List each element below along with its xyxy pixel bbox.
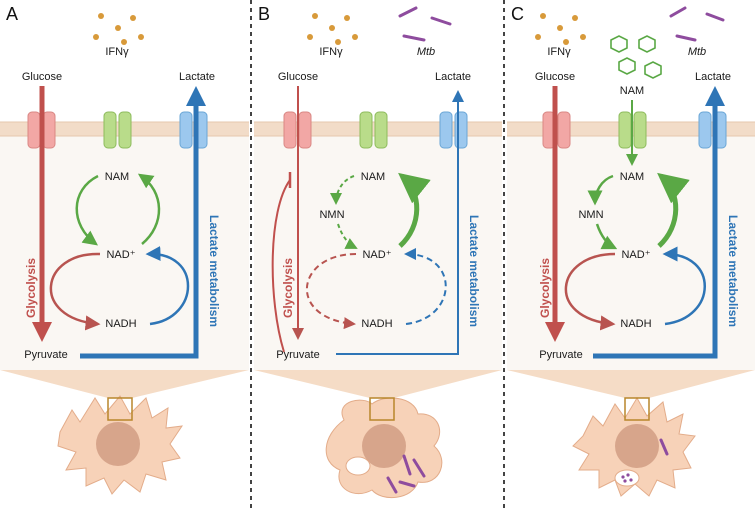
pyruvate-label: Pyruvate (539, 349, 582, 361)
nad-label: NAD⁺ (621, 249, 650, 261)
ifn-label: IFNγ (105, 46, 129, 58)
zoom-wedge (254, 370, 502, 398)
nad-label: NAD⁺ (362, 249, 391, 261)
lactate-metabolism-label: Lactate metabolism (726, 215, 740, 327)
ifn-label: IFNγ (547, 46, 571, 58)
mtb-bacteria-icon (621, 473, 633, 483)
zoom-box (369, 397, 395, 421)
lactate-metabolism-label: Lactate metabolism (467, 215, 481, 327)
glycolysis-label: Glycolysis (24, 258, 38, 318)
nadh-label: NADH (105, 318, 136, 330)
nucleus (362, 424, 406, 468)
mtb-bacteria-icon (659, 438, 669, 456)
glucose-transporter-icon (542, 111, 571, 149)
lactate-metabolism-arrow (80, 86, 206, 359)
nadh-label: NADH (361, 318, 392, 330)
mtb-label: Mtb (688, 46, 706, 58)
lactate-metabolism-arrow (593, 86, 725, 359)
nmn-label: NMN (319, 209, 344, 221)
panel-b: B IFNγ Mtb Glucose Lactate (254, 4, 502, 499)
phagosome (345, 456, 371, 476)
panel-c: C IFNγ NAM Mtb Glucose Lactate (507, 4, 755, 497)
nam-label: NAM (361, 171, 385, 183)
nad-to-nam-arrow (137, 173, 161, 245)
zoom-wedge (507, 370, 755, 398)
glucose-label: Glucose (535, 71, 575, 83)
glycolysis-label: Glycolysis (281, 258, 295, 318)
nadh-label: NADH (620, 318, 651, 330)
nam-to-nmn-arrow (587, 174, 614, 206)
mtb-bacteria-icon (386, 454, 426, 494)
nam-to-nad-arrow (75, 174, 99, 246)
nmn-to-nad-arrow (595, 223, 618, 250)
pyruvate-label: Pyruvate (276, 349, 319, 361)
mtb-bacteria-icon (669, 6, 725, 42)
mtb-bacteria-icon (398, 6, 452, 42)
nucleus (96, 422, 140, 466)
nucleus (615, 424, 659, 468)
nam-transporter-icon (359, 111, 388, 149)
lactate-metabolism-label: Lactate metabolism (207, 215, 221, 327)
lactate-label: Lactate (435, 71, 471, 83)
nad-label: NAD⁺ (106, 249, 135, 261)
nam-transporter-icon (618, 111, 647, 149)
glycolysis-label: Glycolysis (538, 258, 552, 318)
nadh-to-nad-arrow (145, 246, 190, 326)
nad-to-nadh-arrow (564, 252, 616, 331)
nam-label: NAM (620, 171, 644, 183)
phagosome (614, 469, 640, 487)
nam-transporter-icon (103, 111, 132, 149)
nam-label: NAM (105, 171, 129, 183)
zoom-box (624, 397, 650, 421)
nad-to-nam-arrow (398, 172, 431, 248)
ifn-label: IFNγ (319, 46, 343, 58)
zoom-wedge (0, 370, 249, 398)
mtb-label: Mtb (417, 46, 435, 58)
nad-to-nadh-arrow (49, 252, 101, 331)
nadh-to-nad-arrow (404, 248, 447, 325)
lactate-label: Lactate (179, 71, 215, 83)
nmn-label: NMN (578, 209, 603, 221)
nmn-to-nad-arrow (337, 223, 358, 249)
lactate-metabolism-arrow (336, 90, 464, 355)
pyruvate-label: Pyruvate (24, 349, 67, 361)
nadh-to-nad-arrow (662, 246, 706, 326)
nam-to-nmn-arrow (330, 175, 355, 205)
inhibition-line (271, 179, 291, 353)
nad-to-nam-arrow (657, 172, 690, 248)
panel-letter: A (6, 4, 18, 24)
panel-letter: B (258, 4, 270, 24)
glucose-label: Glucose (278, 71, 318, 83)
panel-a: A IFNγ Glucose Lactate (0, 4, 249, 495)
nam-top-label: NAM (620, 85, 644, 97)
zoom-box (107, 397, 133, 421)
nad-to-nadh-arrow (306, 253, 357, 330)
glucose-label: Glucose (22, 71, 62, 83)
glucose-transporter-icon (27, 111, 56, 149)
ifn-gamma-dots-icon (535, 13, 586, 45)
lactate-label: Lactate (695, 71, 731, 83)
panel-letter: C (511, 4, 524, 24)
ifn-gamma-dots-icon (307, 13, 358, 45)
ifn-gamma-dots-icon (93, 13, 144, 45)
nam-molecules-icon (610, 35, 662, 79)
